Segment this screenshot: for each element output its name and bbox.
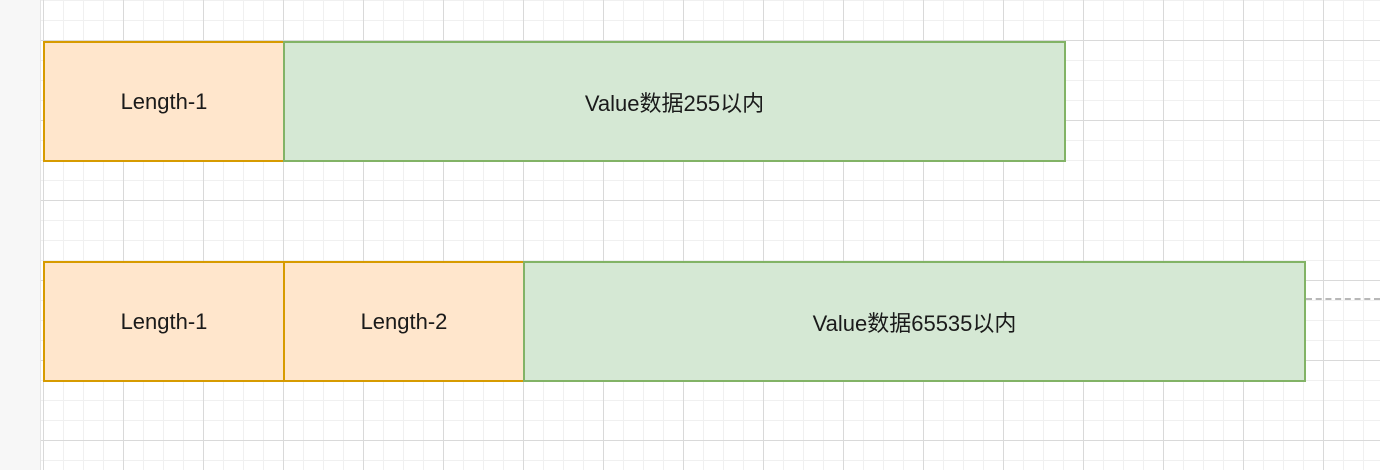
row2-length1-label: Length-1 xyxy=(120,308,208,334)
dashed-guide-line xyxy=(1306,298,1380,300)
row1-value-box[interactable]: Value数据255以内 xyxy=(283,41,1066,162)
row2-value-label: Value数据65535以内 xyxy=(812,310,1017,336)
row2-length1-box[interactable]: Length-1 xyxy=(43,261,285,382)
row1-length1-box[interactable]: Length-1 xyxy=(43,41,285,162)
row2-length2-label: Length-2 xyxy=(360,308,448,334)
row1-value-label: Value数据255以内 xyxy=(584,90,765,116)
row2-length2-box[interactable]: Length-2 xyxy=(283,261,525,382)
row2-value-box[interactable]: Value数据65535以内 xyxy=(523,261,1306,382)
left-gutter xyxy=(0,0,41,470)
row1-length1-label: Length-1 xyxy=(120,88,208,114)
